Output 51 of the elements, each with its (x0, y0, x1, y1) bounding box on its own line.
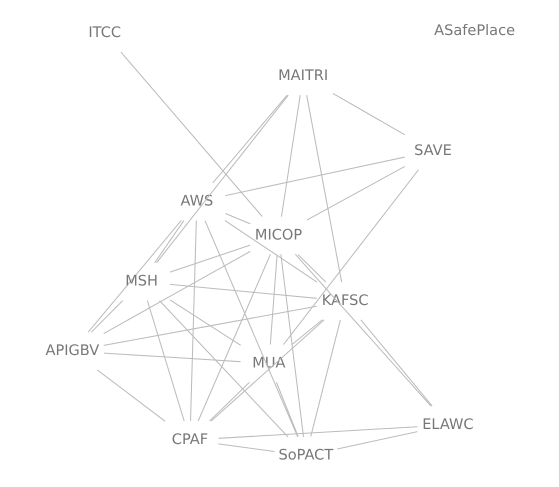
connector (297, 254, 326, 282)
connector (158, 300, 288, 438)
node-text: MICOP (254, 226, 302, 244)
connector (310, 320, 340, 437)
connector (190, 220, 196, 421)
connector (224, 156, 404, 196)
connector (103, 306, 316, 346)
connector (218, 426, 418, 439)
connector (280, 254, 304, 438)
node-text: CPAF (171, 430, 208, 448)
connector (306, 95, 342, 282)
node-text: ELAWC (422, 416, 474, 433)
connector (146, 300, 184, 422)
connector (156, 94, 288, 264)
connector (306, 166, 405, 220)
connector (280, 95, 300, 217)
node-text: ITCC (88, 24, 121, 42)
connector (154, 220, 184, 264)
connector (360, 320, 432, 406)
connector (87, 220, 182, 333)
node-text: SoPACT (278, 446, 333, 464)
connector (90, 300, 123, 333)
connector (169, 299, 240, 346)
connector (208, 382, 250, 422)
connector (197, 254, 270, 422)
connector (169, 244, 250, 273)
connector (218, 443, 274, 452)
node-text: AWS (180, 192, 213, 210)
connector (210, 319, 324, 422)
node-text: KAFSC (321, 292, 368, 309)
connector (169, 284, 316, 299)
connector (96, 370, 165, 422)
node-text: SAVE (414, 142, 452, 159)
connector (212, 94, 288, 184)
node-text: MSH (124, 272, 158, 290)
connector (120, 52, 262, 217)
connector (103, 352, 240, 362)
connector (332, 92, 404, 136)
connector (291, 319, 322, 345)
node-text: MAITRI (278, 67, 328, 84)
connector (275, 382, 298, 437)
connector (204, 220, 298, 437)
connector (102, 250, 250, 334)
connector (224, 220, 317, 283)
node-text: ASafePlace (434, 22, 515, 40)
connector (224, 213, 250, 224)
connector (282, 170, 418, 345)
connector (336, 431, 418, 450)
node-text: APIGBV (44, 342, 99, 359)
connector (294, 254, 431, 406)
connector (269, 254, 278, 345)
